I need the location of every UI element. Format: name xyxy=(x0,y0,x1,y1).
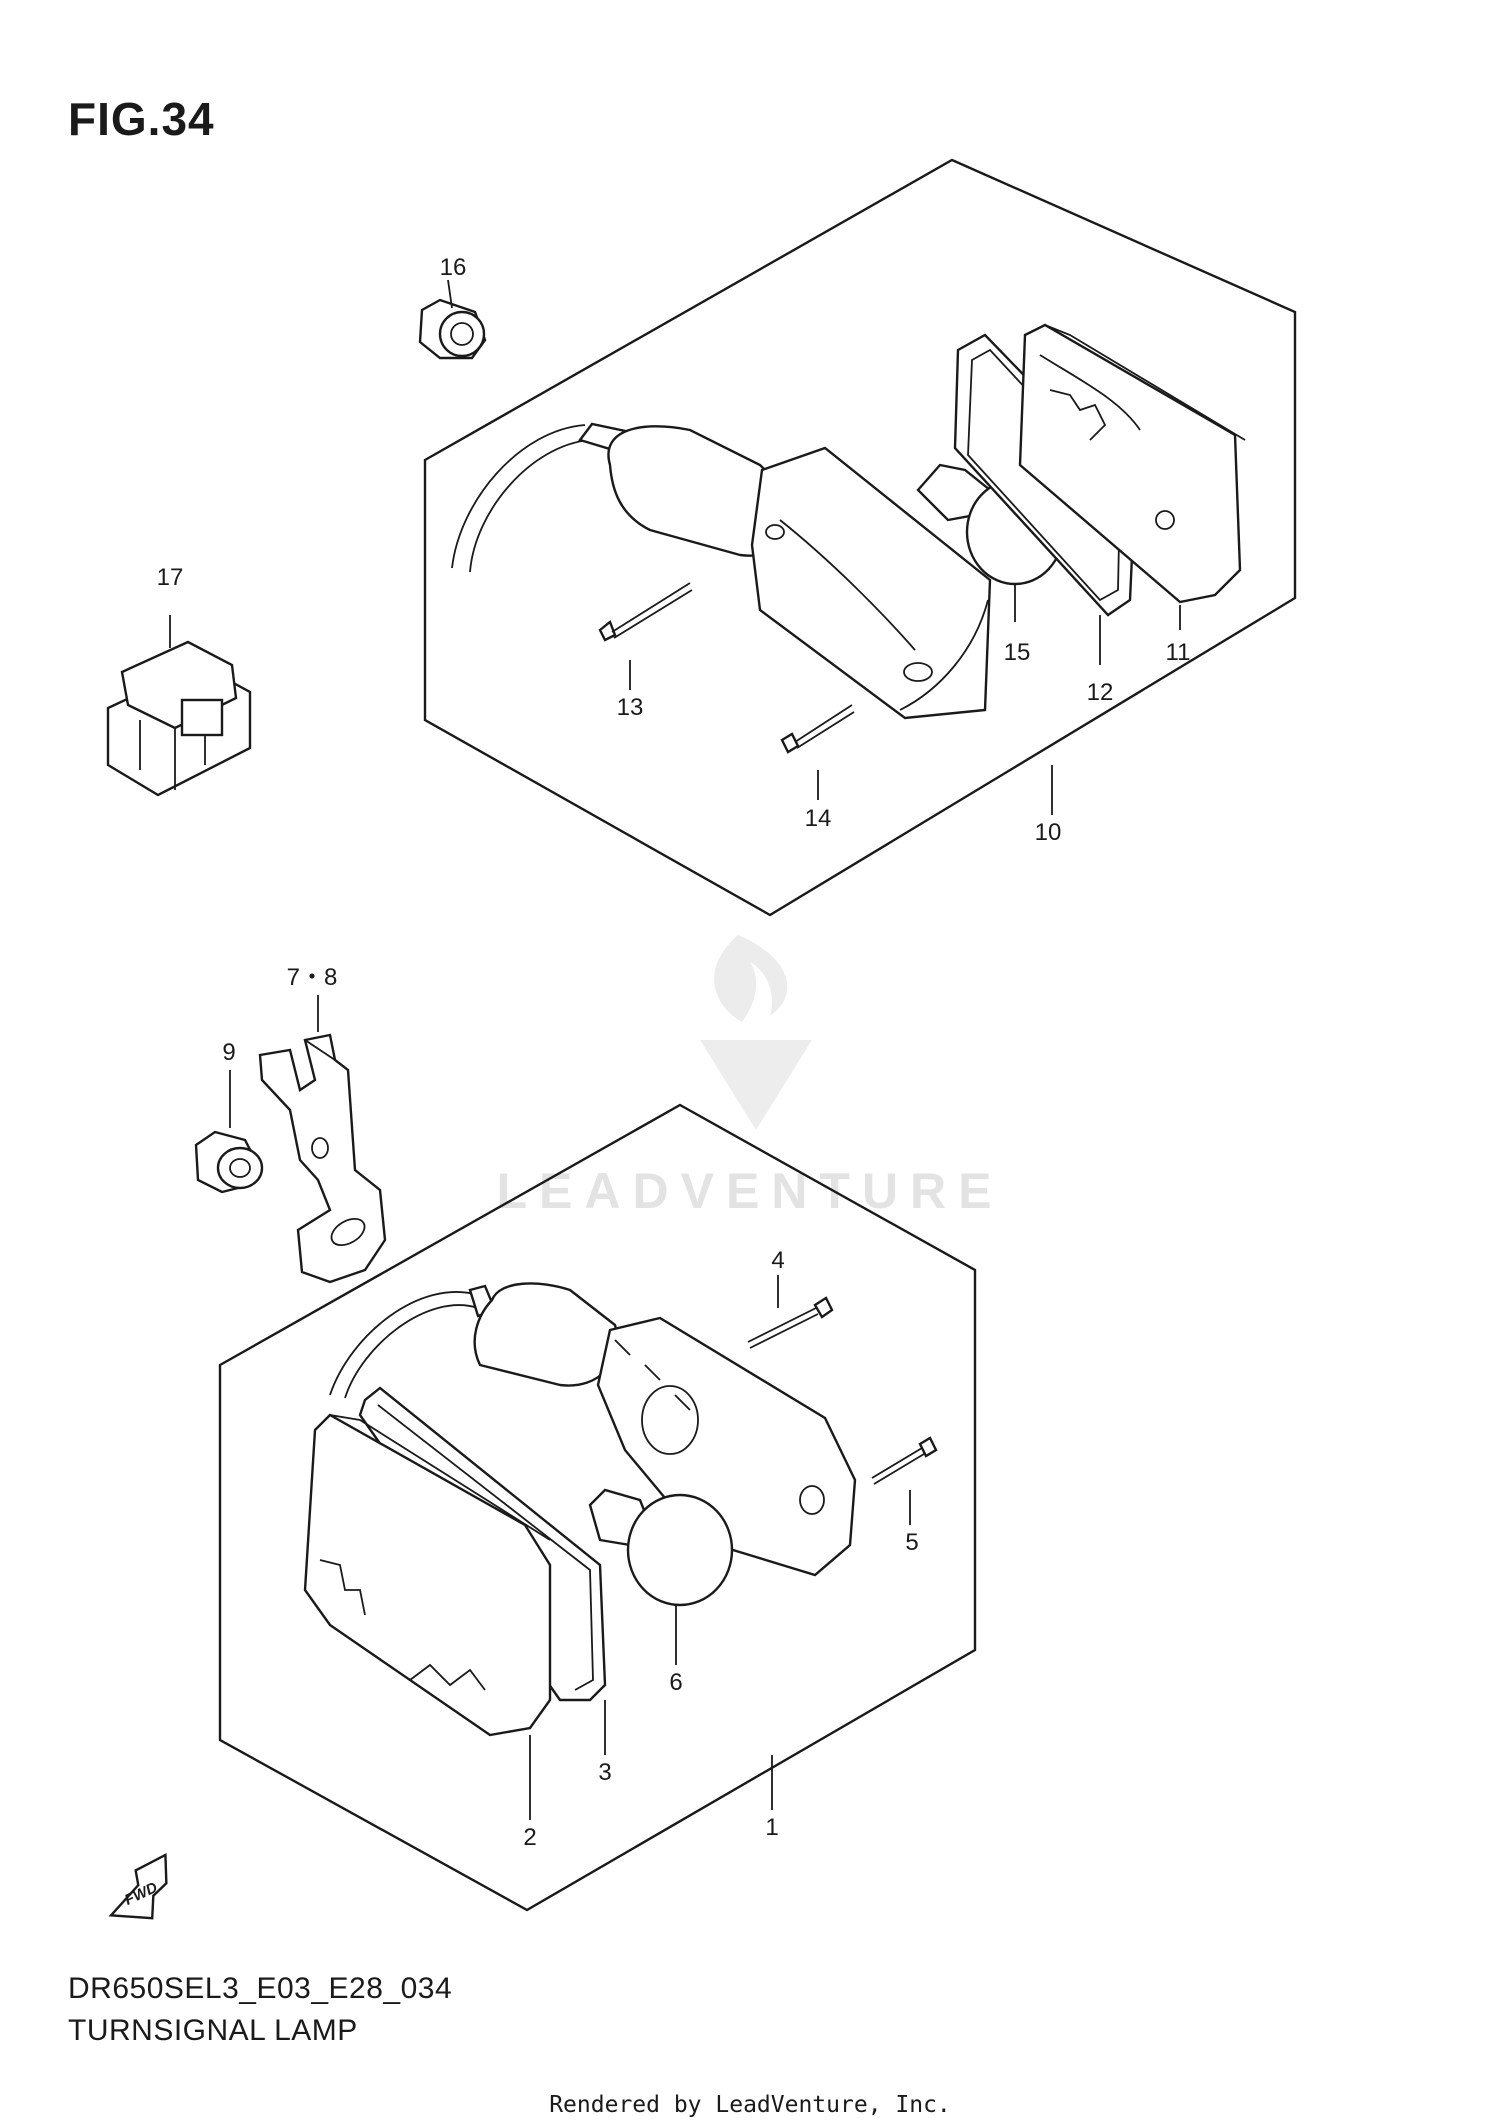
callout-9: 9 xyxy=(222,1039,235,1066)
callout-11: 11 xyxy=(1166,639,1191,666)
callout-15: 15 xyxy=(1004,639,1031,666)
relay-17 xyxy=(106,615,252,797)
fwd-arrow-icon: FWD xyxy=(108,1853,168,1920)
assembly-outline-10 xyxy=(423,158,1297,917)
callout-13: 13 xyxy=(617,694,644,721)
diagram-code: DR650SEL3_E03_E28_034 xyxy=(68,1972,453,2005)
callout-5: 5 xyxy=(905,1529,918,1556)
screw-13 xyxy=(598,582,693,690)
lower-lamp-body xyxy=(329,1282,857,1577)
watermark-text: LEADVENTURE xyxy=(496,1163,1003,1219)
callout-3: 3 xyxy=(598,1759,611,1786)
callout-16: 16 xyxy=(440,254,467,281)
callout-6: 6 xyxy=(669,1669,682,1696)
callout-7-8: 7・8 xyxy=(287,964,338,991)
lens-11 xyxy=(1018,323,1246,630)
screw-4 xyxy=(747,1275,834,1349)
grommet-16 xyxy=(418,279,487,360)
bulb-6 xyxy=(588,1488,734,1665)
callout-4: 4 xyxy=(771,1247,784,1274)
upper-lamp-body xyxy=(451,422,992,720)
callout-2: 2 xyxy=(523,1824,536,1851)
leadventure-watermark: LEADVENTURE xyxy=(496,935,1003,1219)
lens-2 xyxy=(303,1413,552,1820)
screw-5 xyxy=(871,1436,938,1525)
bracket-7-8 xyxy=(258,995,387,1284)
callout-1: 1 xyxy=(765,1814,778,1841)
callout-17: 17 xyxy=(157,564,184,591)
rendered-by-credit: Rendered by LeadVenture, Inc. xyxy=(549,2092,951,2118)
figure-title: FIG.34 xyxy=(68,93,215,145)
callout-12: 12 xyxy=(1087,679,1114,706)
callout-10: 10 xyxy=(1035,819,1062,846)
assembly-outline-1 xyxy=(218,1103,977,1912)
grommet-9 xyxy=(194,1070,264,1194)
callout-14: 14 xyxy=(805,805,832,832)
diagram-name: TURNSIGNAL LAMP xyxy=(68,2014,358,2047)
screw-14 xyxy=(780,704,855,800)
